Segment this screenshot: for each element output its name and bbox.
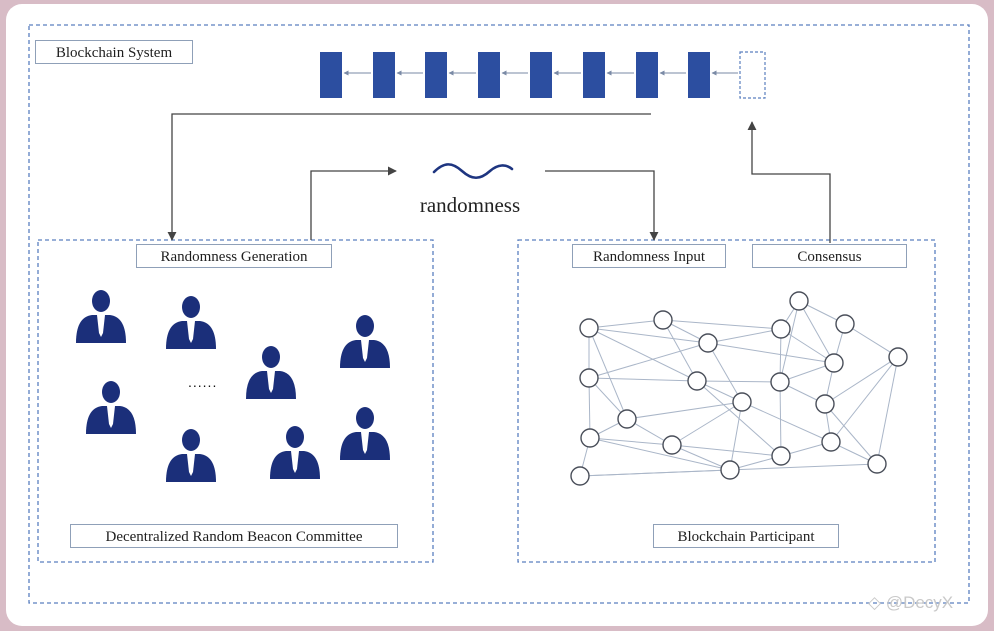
- network-edge: [798, 300, 835, 364]
- committee-member-icon: [340, 407, 390, 460]
- participant-frame: [517, 239, 936, 563]
- generation-to-randomness-arrow: [310, 166, 397, 240]
- chain-block: [425, 52, 447, 98]
- network-edge: [830, 356, 899, 443]
- committee-member-icon: [166, 429, 216, 482]
- network-node: [698, 333, 718, 353]
- committee-member-icon: [86, 381, 136, 434]
- network-edge: [824, 356, 899, 405]
- network-edge: [696, 380, 781, 383]
- network-edge: [707, 342, 835, 364]
- network-node: [888, 347, 908, 367]
- randomness-wave-icon: [432, 163, 514, 180]
- network-edge: [671, 401, 743, 446]
- network-node: [570, 466, 590, 486]
- chain-block: [530, 52, 552, 98]
- network-edge: [588, 327, 709, 344]
- network-node: [580, 428, 600, 448]
- network-edge: [662, 319, 698, 382]
- network-edge: [588, 377, 698, 382]
- network-node: [815, 394, 835, 414]
- network-edge: [780, 328, 835, 364]
- consensus-to-chain-arrow: [747, 121, 831, 243]
- network-node: [835, 314, 855, 334]
- diagram-card: [6, 4, 988, 626]
- chain-block: [636, 52, 658, 98]
- network-node: [824, 353, 844, 373]
- ellipsis-text: ......: [188, 374, 218, 390]
- network-edge: [589, 437, 731, 471]
- network-edge: [671, 444, 782, 457]
- watermark: ◇ @DecyX: [868, 593, 953, 613]
- network-node: [867, 454, 887, 474]
- network-node: [579, 318, 599, 338]
- network-edge: [588, 377, 591, 439]
- committee-label: Decentralized Random Beacon Committee: [70, 524, 398, 548]
- network-edge: [844, 323, 899, 358]
- chain-block: [373, 52, 395, 98]
- consensus-label: Consensus: [752, 244, 907, 268]
- committee-members: [76, 290, 390, 482]
- participant-label: Blockchain Participant: [653, 524, 839, 548]
- committee-member-icon: [76, 290, 126, 343]
- watermark-logo-icon: ◇: [868, 593, 882, 612]
- committee-frame: [37, 239, 434, 563]
- network-node: [653, 310, 673, 330]
- blockchain-chain: [320, 51, 766, 99]
- network-node: [732, 392, 752, 412]
- committee-member-icon: [340, 315, 390, 368]
- input-label: Randomness Input: [572, 244, 726, 268]
- committee-member-icon: [246, 346, 296, 399]
- committee-member-icon: [166, 296, 216, 349]
- system-label: Blockchain System: [35, 40, 193, 64]
- randomness-label: randomness: [419, 193, 521, 217]
- pending-block: [739, 51, 766, 99]
- network-node: [579, 368, 599, 388]
- system-frame: [28, 24, 970, 604]
- network-node: [771, 319, 791, 339]
- network-node: [771, 446, 791, 466]
- network-edge: [588, 327, 628, 420]
- generation-label: Randomness Generation: [136, 244, 332, 268]
- network-node: [770, 372, 790, 392]
- network-edge: [876, 356, 899, 465]
- network-node: [720, 460, 740, 480]
- network-edge: [671, 444, 731, 471]
- chain-block: [583, 52, 605, 98]
- watermark-text: @DecyX: [885, 593, 954, 612]
- chain-block: [320, 52, 342, 98]
- network-edge: [588, 342, 709, 379]
- network-node: [662, 435, 682, 455]
- network-nodes: [570, 291, 908, 486]
- chain-block: [688, 52, 710, 98]
- network-edge: [707, 342, 743, 403]
- network-node: [617, 409, 637, 429]
- network-edge: [662, 319, 782, 330]
- network-edge: [588, 327, 698, 382]
- chain-block: [478, 52, 500, 98]
- network-edge: [589, 437, 673, 446]
- network-node: [687, 371, 707, 391]
- network-edge: [741, 401, 832, 443]
- network-node: [821, 432, 841, 452]
- network-edge: [707, 328, 782, 344]
- network-edge: [626, 401, 743, 420]
- network-edge: [824, 403, 878, 465]
- chain-to-generation-arrow: [167, 113, 651, 241]
- network-edge: [729, 401, 743, 471]
- network-edge: [588, 319, 664, 329]
- randomness-to-input-arrow: [545, 170, 659, 241]
- committee-member-icon: [270, 426, 320, 479]
- network-node: [789, 291, 809, 311]
- network-edge: [696, 380, 782, 457]
- network-edge: [779, 300, 800, 383]
